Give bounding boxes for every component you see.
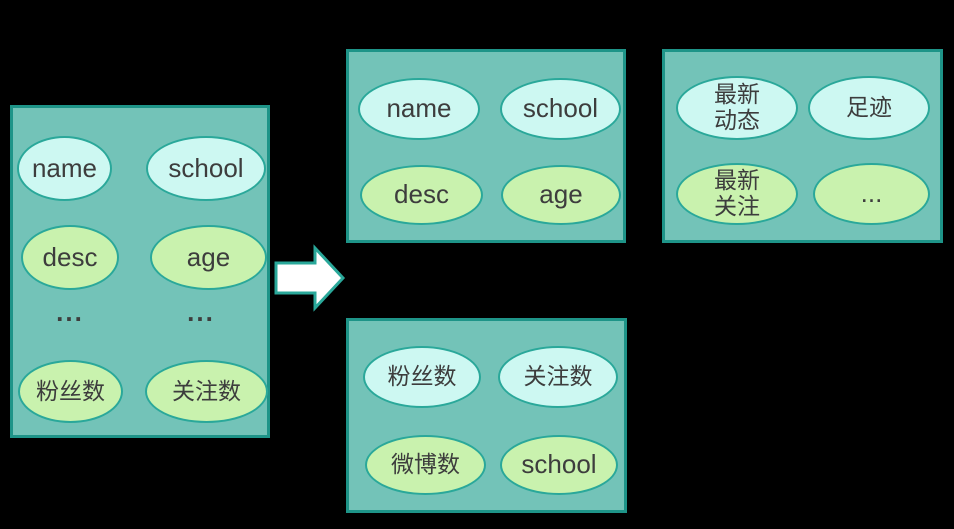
ellipse-school: school — [500, 435, 618, 495]
ellipsis-text-right: ... — [187, 296, 215, 327]
activity-attributes-box: 最新 动态 足迹 最新 关注 ... — [662, 49, 943, 243]
ellipse-desc: desc — [360, 165, 483, 225]
ellipse-more: ... — [813, 163, 930, 225]
ellipse-fans-count: 粉丝数 — [363, 346, 481, 408]
source-entity-box: name school desc age ... ... 粉丝数 关注数 — [10, 105, 270, 438]
ellipse-footprint: 足迹 — [808, 76, 930, 140]
ellipse-age: age — [150, 225, 267, 290]
ellipse-school: school — [146, 136, 266, 201]
ellipse-follow-count: 关注数 — [498, 346, 618, 408]
ellipse-school: school — [500, 78, 621, 140]
ellipse-name: name — [358, 78, 480, 140]
ellipse-desc: desc — [21, 225, 119, 290]
transform-arrow-icon — [274, 244, 346, 312]
ellipse-weibo-count: 微博数 — [365, 435, 486, 495]
ellipsis-text-left: ... — [56, 296, 84, 327]
profile-attributes-box: name school desc age — [346, 49, 626, 243]
ellipse-fans-count: 粉丝数 — [18, 360, 123, 423]
stats-attributes-box: 粉丝数 关注数 微博数 school — [346, 318, 627, 513]
ellipse-name: name — [17, 136, 112, 201]
ellipse-latest-follow: 最新 关注 — [676, 163, 798, 225]
ellipse-follow-count: 关注数 — [145, 360, 268, 423]
ellipse-latest-activity: 最新 动态 — [676, 76, 798, 140]
ellipse-age: age — [501, 165, 621, 225]
